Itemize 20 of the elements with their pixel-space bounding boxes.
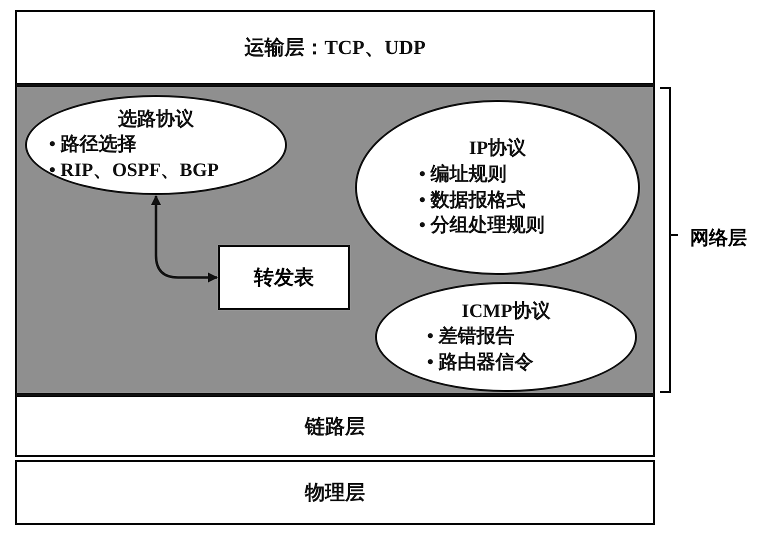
layer-label: 链路层 [305,414,365,440]
layer-label: 物理层 [305,481,365,506]
bullet-item: • 路径选择 [48,133,138,158]
layer-box [15,460,655,525]
bullet-item: • 路由器信令 [426,350,534,375]
layer-box [15,10,655,85]
layer-label: 网络层 [690,227,747,251]
table-box [218,245,350,310]
arrow [151,195,218,282]
bullet-item: • RIP、OSPF、BGP [48,158,220,183]
box-label: 转发表 [254,266,314,291]
ellipse-heading: IP协议 [468,136,527,162]
bullet-item: • 差错报告 [426,324,516,350]
ellipse-heading: 选路协议 [117,108,195,132]
layer-box [15,395,655,457]
bullet-item: • 编址规则 [418,162,508,187]
layer-label: 运输层：TCP、UDP [244,36,426,61]
bullet-item: • 数据报格式 [418,188,526,212]
ellipse-heading: ICMP协议 [460,300,552,324]
bullet-item: • 分组处理规则 [418,214,546,238]
